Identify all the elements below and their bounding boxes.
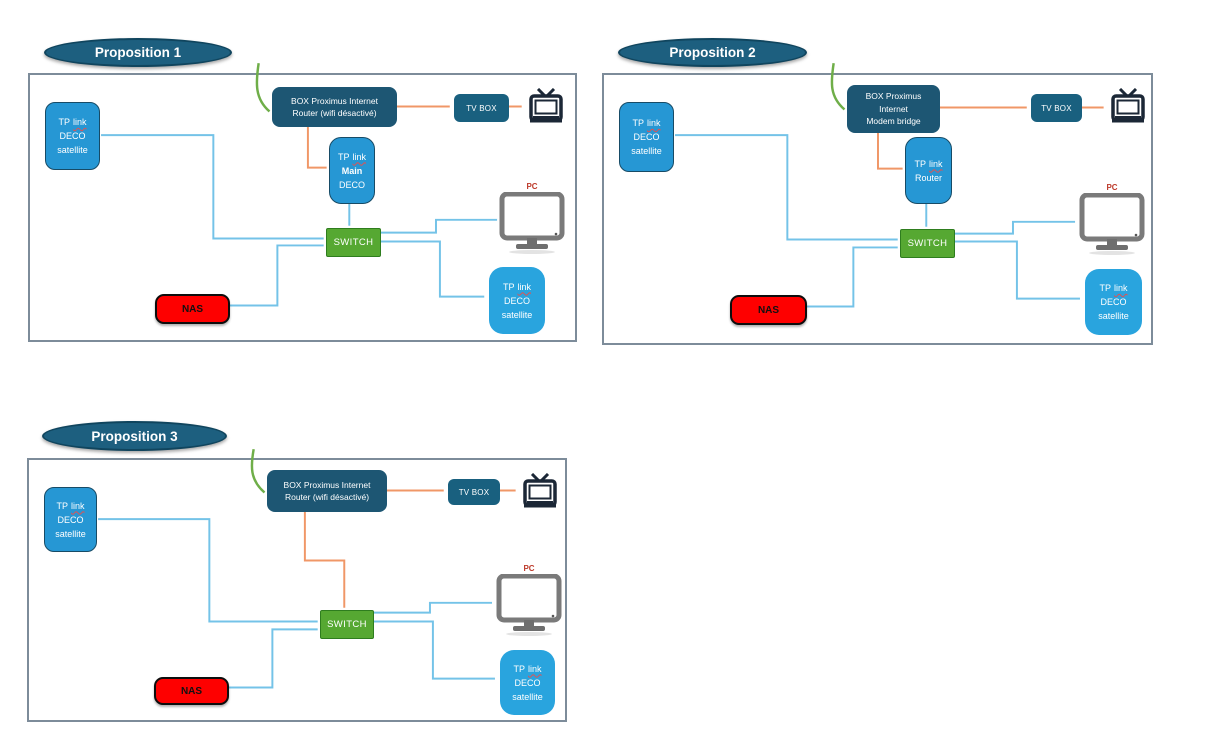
nas-box: NAS — [155, 294, 230, 324]
box-proximus-internet-modem-bridge: BOX Proximus Internet Modem bridge — [847, 85, 940, 133]
cable-switch-to-pc — [377, 218, 498, 234]
cable-switch-to-satellite — [377, 240, 485, 298]
tv-icon — [1111, 88, 1145, 123]
switch-box: SWITCH — [326, 228, 381, 257]
tv-icon — [523, 473, 557, 508]
proposition-1-title-bubble: Proposition 1 — [44, 38, 232, 67]
cable-switch-to-pc — [951, 220, 1076, 235]
pc-node: PC — [495, 564, 563, 636]
pc-node: PC — [1078, 183, 1146, 255]
cable-satellite-to-switch — [101, 134, 324, 240]
tv-icon — [529, 88, 563, 123]
pc-monitor-icon — [499, 192, 565, 254]
cable-switch-to-satellite — [370, 620, 495, 680]
cable-box-to-switch — [303, 511, 346, 608]
pc-label: PC — [1106, 183, 1118, 192]
tv-box: TV BOX — [454, 94, 509, 122]
cable-box-to-router — [877, 132, 903, 170]
cable-nas-to-switch — [229, 244, 324, 307]
nas-box: NAS — [730, 295, 807, 325]
pc-node: PC — [498, 182, 566, 254]
wan-line — [830, 62, 846, 111]
tv-box: TV BOX — [1031, 94, 1082, 122]
nas-box: NAS — [154, 677, 229, 705]
wan-line — [250, 448, 266, 494]
switch-box: SWITCH — [900, 229, 955, 258]
cable-nas-to-switch — [806, 246, 898, 308]
pc-label: PC — [523, 564, 535, 573]
proposition-3-title: Proposition 3 — [91, 428, 178, 444]
pc-label: PC — [526, 182, 538, 191]
cable-satellite-to-switch — [675, 134, 898, 241]
wan-line — [255, 62, 271, 113]
cable-satellite-to-switch — [98, 518, 318, 623]
proposition-2-title: Proposition 2 — [669, 45, 756, 60]
proposition-3-cables — [98, 448, 516, 689]
cable-switch-to-satellite — [951, 240, 1080, 300]
box-proximus-internet-router: BOX Proximus Internet Router (wifi désac… — [272, 87, 397, 127]
tv-box: TV BOX — [448, 479, 500, 505]
proposition-2-cables — [675, 62, 1104, 308]
proposition-2-title-bubble: Proposition 2 — [618, 38, 807, 67]
pc-monitor-icon — [496, 574, 562, 636]
pc-monitor-icon — [1079, 193, 1145, 255]
cable-box-to-deco — [306, 126, 327, 169]
proposition-3-title-bubble: Proposition 3 — [42, 421, 227, 451]
box-proximus-internet-router: BOX Proximus Internet Router (wifi désac… — [267, 470, 387, 512]
switch-box: SWITCH — [320, 610, 374, 639]
cable-nas-to-switch — [228, 628, 318, 689]
cable-switch-to-pc — [370, 601, 493, 614]
proposition-1-title: Proposition 1 — [94, 45, 182, 60]
proposition-1-cables — [101, 62, 522, 307]
